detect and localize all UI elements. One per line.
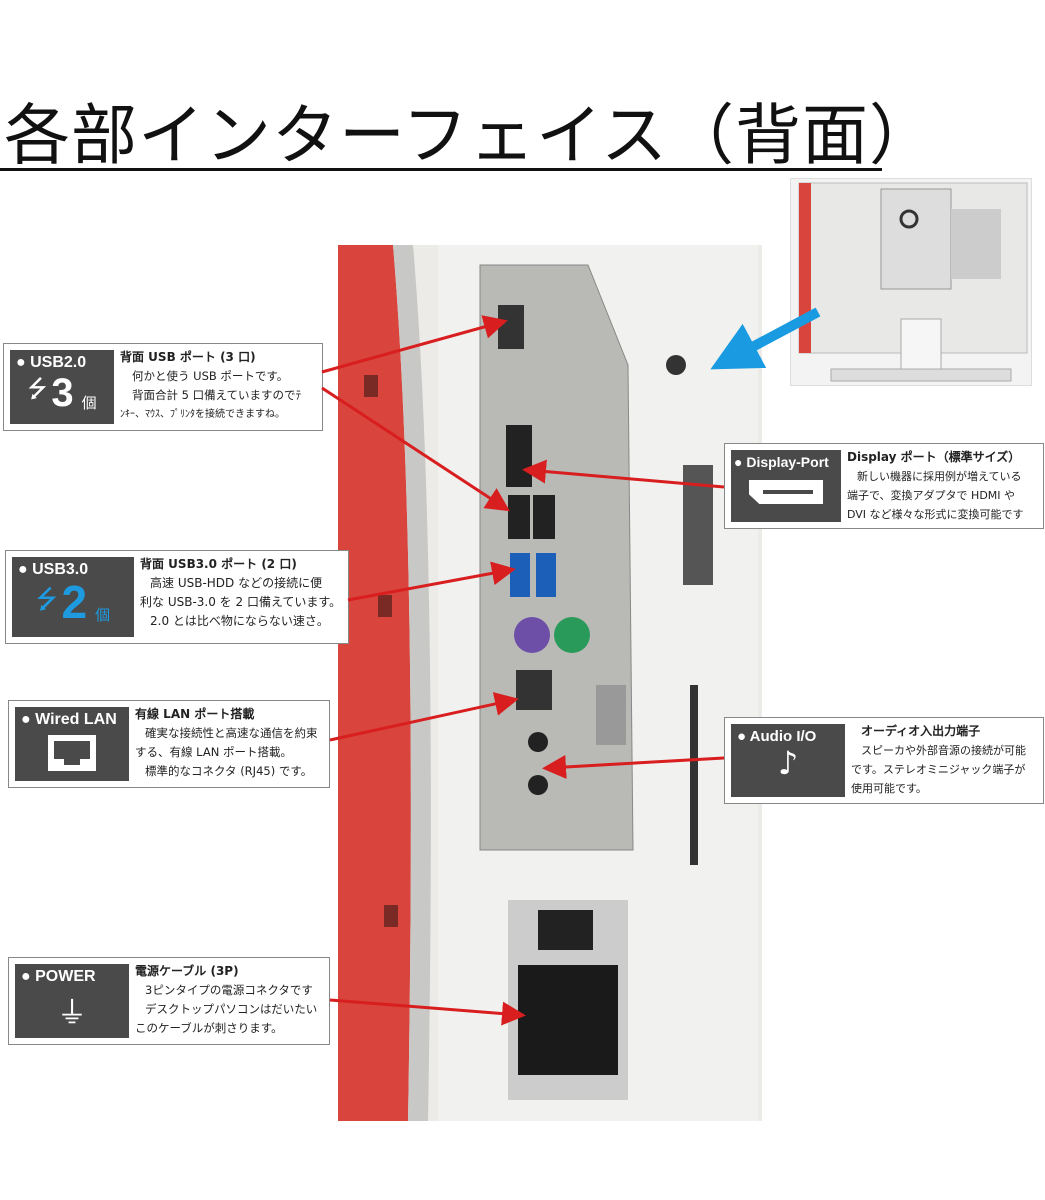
audio-callout: ● Audio I/O ♪ オーディオ入出力端子 スピーカや外部音源の接続が可能…: [724, 717, 1044, 804]
callout-line: DVI など様々な形式に変換可能です: [847, 508, 1024, 521]
callout-line: 確実な接続性と高速な通信を約束: [145, 726, 318, 740]
callout-heading: 有線 LAN ポート搭載: [135, 707, 255, 721]
callout-line: 高速 USB-HDD などの接続に便: [150, 576, 323, 590]
callout-line: 3ピンタイプの電源コネクタです: [145, 983, 313, 997]
callout-line: 標準的なコネクタ (RJ45) です。: [145, 764, 313, 778]
callout-heading: 電源ケーブル (3P): [135, 964, 239, 978]
power-plug-icon: ⏚: [57, 996, 87, 1031]
inset-monitor-rear-photo: [790, 178, 1032, 386]
callout-heading: Display ポート（標準サイズ）: [847, 450, 1021, 464]
port-count: 3: [51, 371, 74, 415]
callout-line: 利な USB-3.0 を 2 口備えています。: [140, 595, 342, 609]
badge-label: ● USB3.0: [18, 561, 89, 578]
usb-icon: ⭍: [35, 585, 58, 615]
usb3-description: 背面 USB3.0 ポート (2 口) 高速 USB-HDD などの接続に便 利…: [140, 551, 347, 643]
lan-callout: ● Wired LAN 有線 LAN ポート搭載 確実な接続性と高速な通信を約束…: [8, 700, 330, 788]
io-plate: [479, 264, 634, 851]
count-unit: 個: [81, 394, 97, 412]
title-underline: [0, 168, 882, 171]
callout-line: 2.0 とは比べ物にならない速さ。: [150, 614, 329, 628]
badge-label: ● USB2.0: [16, 354, 87, 371]
power-badge: ● POWER ⏚: [15, 964, 129, 1038]
lan-badge: ● Wired LAN: [15, 707, 129, 781]
power-callout: ● POWER ⏚ 電源ケーブル (3P) 3ピンタイプの電源コネクタです デス…: [8, 957, 330, 1045]
callout-line: スピーカや外部音源の接続が可能: [861, 744, 1026, 757]
badge-label: ● POWER: [21, 968, 96, 985]
callout-heading: 背面 USB3.0 ポート (2 口): [140, 557, 297, 571]
badge-label: ● Wired LAN: [21, 711, 117, 728]
callout-heading: オーディオ入出力端子: [861, 724, 981, 738]
music-note-icon: ♪: [777, 744, 799, 782]
usb-icon: ⭍: [27, 375, 48, 403]
ethernet-port-icon: [48, 735, 96, 771]
power-description: 電源ケーブル (3P) 3ピンタイプの電源コネクタです デスクトップパソコンはだ…: [135, 958, 323, 1044]
callout-line: ﾝｷｰ、ﾏｳｽ、ﾌﾟﾘﾝﾀを接続できますね。: [120, 409, 285, 420]
port-count: 2: [61, 576, 88, 628]
callout-line: 背面合計 5 口備えていますのでﾃ: [132, 388, 302, 402]
dp-label: DP: [521, 469, 535, 480]
callout-line: 何かと使う USB ポートです。: [132, 369, 289, 383]
badge-label: ● Display-Port: [734, 454, 829, 470]
count-unit: 個: [95, 606, 111, 624]
displayport-callout: ● Display-Port Display ポート（標準サイズ） 新しい機器に…: [724, 443, 1044, 529]
callout-line: 新しい機器に採用例が増えている: [857, 470, 1022, 483]
lan-description: 有線 LAN ポート搭載 確実な接続性と高速な通信を約束 する、有線 LAN ポ…: [135, 701, 324, 787]
callout-line: です。ステレオミニジャック端子が: [851, 763, 1026, 776]
callout-line: 使用可能です。: [851, 782, 927, 795]
badge-label: ● Audio I/O: [737, 728, 817, 745]
callout-line: 端子で、変換アダプタで HDMI や: [847, 489, 1016, 502]
displayport-badge: ● Display-Port: [731, 450, 841, 522]
usb2-description: 背面 USB ポート (3 口) 何かと使う USB ポートです。 背面合計 5…: [120, 344, 307, 430]
page-title: 各部インターフェイス（背面）: [4, 97, 937, 174]
audio-badge: ● Audio I/O ♪: [731, 724, 845, 797]
rear-panel-photo: DP: [338, 245, 762, 1121]
displayport-description: Display ポート（標準サイズ） 新しい機器に採用例が増えている 端子で、変…: [847, 444, 1030, 528]
callout-line: デスクトップパソコンはだいたい: [145, 1002, 318, 1016]
callout-line: このケーブルが刺さります。: [135, 1021, 283, 1035]
callout-line: する、有線 LAN ポート搭載。: [135, 745, 292, 759]
callout-heading: 背面 USB ポート (3 口): [120, 350, 256, 364]
audio-description: オーディオ入出力端子 スピーカや外部音源の接続が可能 です。ステレオミニジャック…: [851, 718, 1032, 803]
fujitsu-logo: [899, 209, 919, 229]
displayport-icon: [749, 480, 823, 504]
power-inlet: [518, 965, 618, 1075]
